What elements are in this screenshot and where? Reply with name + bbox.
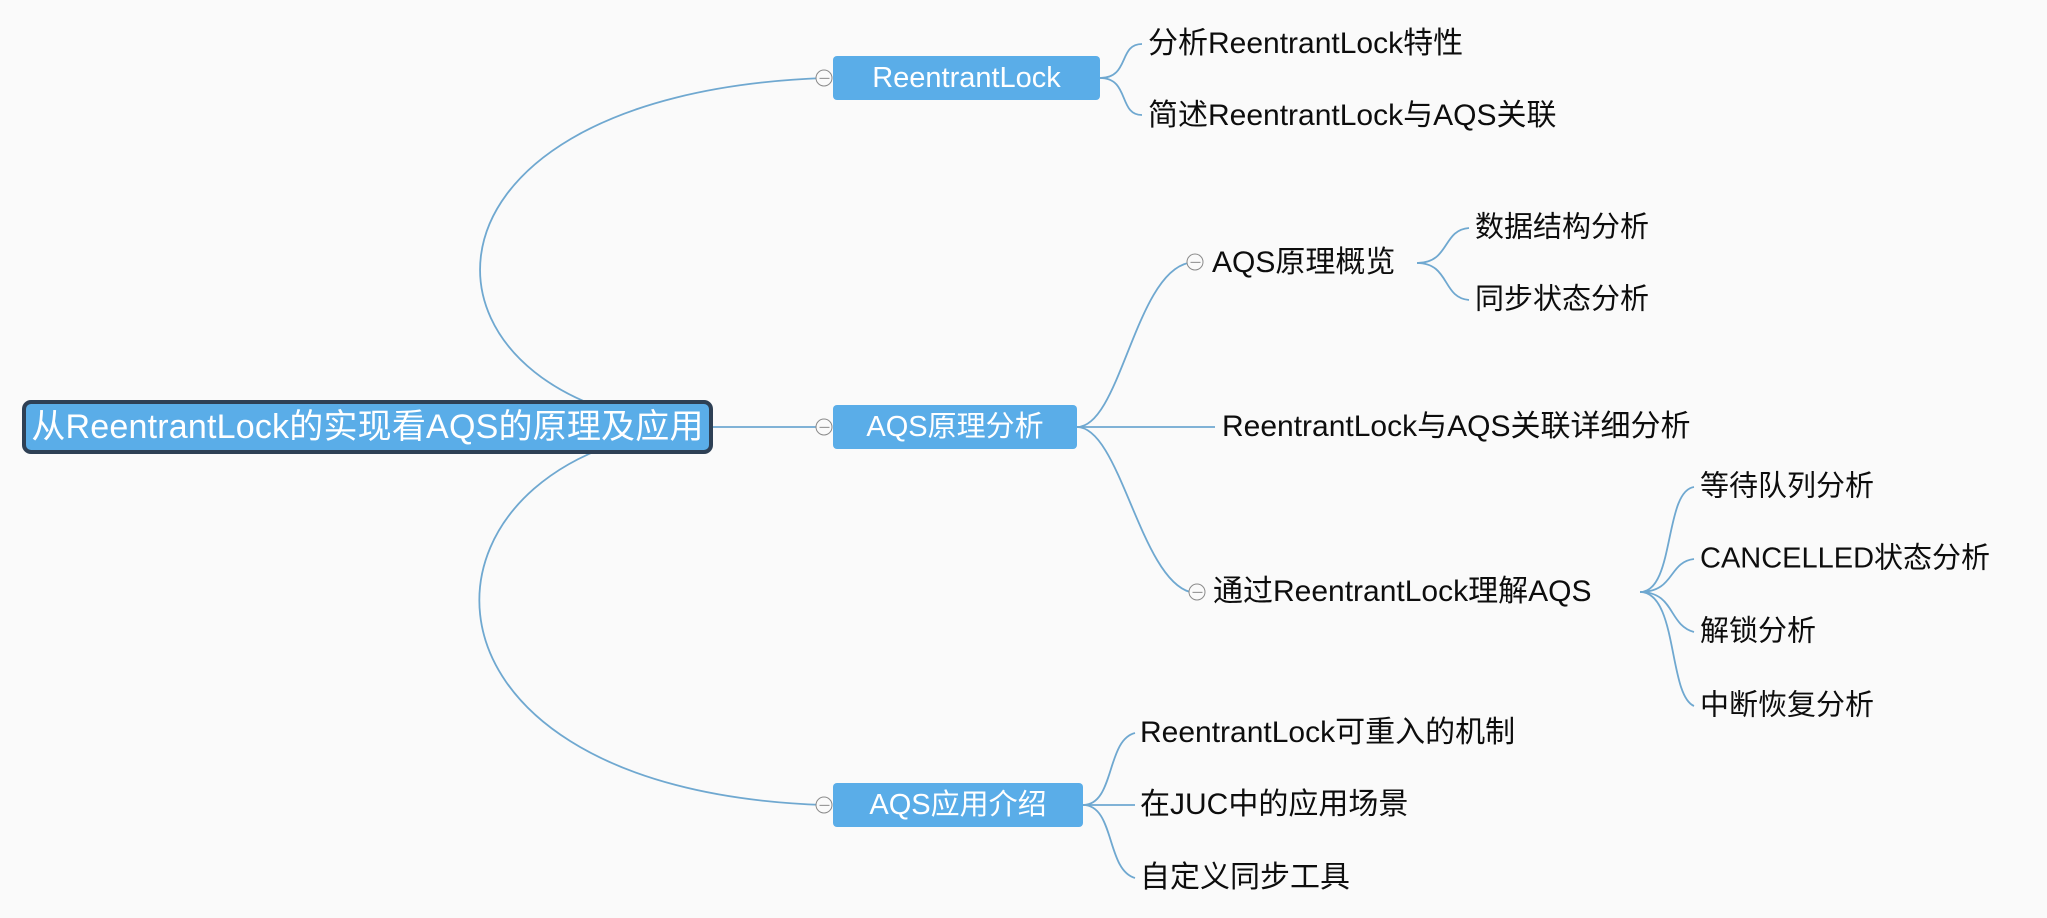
- leaf-node-reentrant-mechanism[interactable]: ReentrantLock可重入的机制: [1140, 716, 1516, 749]
- leaf-node-interrupt-recovery-analysis[interactable]: 中断恢复分析: [1700, 689, 1875, 722]
- leaf-node-reentrantlock-aqs-relation[interactable]: 简述ReentrantLock与AQS关联: [1148, 99, 1557, 132]
- collapse-toggle-aqs-application-intro[interactable]: [815, 796, 833, 814]
- root-node[interactable]: 从ReentrantLock的实现看AQS的原理及应用: [22, 400, 713, 454]
- leaf-node-reentrantlock-features[interactable]: 分析ReentrantLock特性: [1148, 27, 1464, 60]
- branch-node-aqs-principle-analysis[interactable]: AQS原理分析: [833, 405, 1077, 449]
- collapse-toggle-understand-aqs[interactable]: [1188, 583, 1206, 601]
- leaf-node-wait-queue-analysis[interactable]: 等待队列分析: [1700, 470, 1875, 503]
- leaf-node-cancelled-state-analysis[interactable]: CANCELLED状态分析: [1700, 542, 1991, 575]
- leaf-node-reentrantlock-aqs-detail[interactable]: ReentrantLock与AQS关联详细分析: [1222, 410, 1691, 443]
- branch-node-aqs-application-intro[interactable]: AQS应用介绍: [833, 783, 1083, 827]
- leaf-node-juc-use-cases[interactable]: 在JUC中的应用场景: [1140, 788, 1409, 821]
- collapse-toggle-aqs-overview[interactable]: [1186, 253, 1204, 271]
- node-understand-aqs-via-reentrantlock[interactable]: 通过ReentrantLock理解AQS: [1213, 575, 1592, 608]
- branch-node-reentrantlock[interactable]: ReentrantLock: [833, 56, 1100, 100]
- collapse-toggle-aqs-principle-analysis[interactable]: [815, 418, 833, 436]
- leaf-node-unlock-analysis[interactable]: 解锁分析: [1700, 615, 1817, 648]
- collapse-toggle-reentrantlock[interactable]: [815, 69, 833, 87]
- node-aqs-overview[interactable]: AQS原理概览: [1212, 246, 1396, 279]
- leaf-node-data-structure-analysis[interactable]: 数据结构分析: [1475, 211, 1650, 244]
- leaf-node-custom-sync-tools[interactable]: 自定义同步工具: [1140, 861, 1350, 894]
- leaf-node-sync-state-analysis[interactable]: 同步状态分析: [1475, 283, 1650, 316]
